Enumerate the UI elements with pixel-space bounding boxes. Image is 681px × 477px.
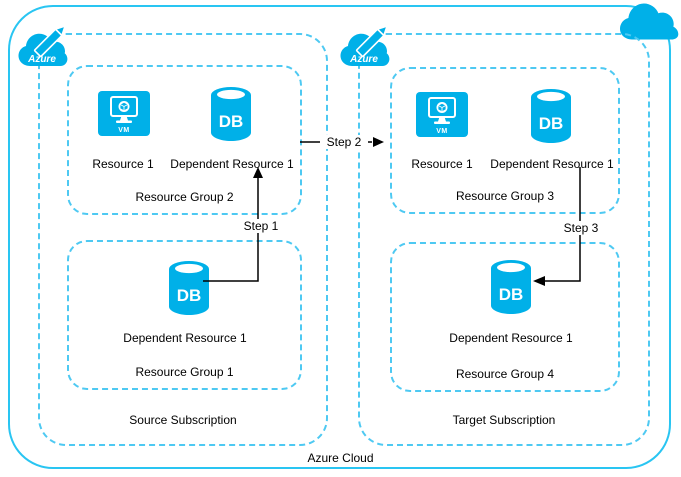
db-icon-text: DB	[539, 114, 564, 133]
resource-1-label: Resource 1	[411, 157, 473, 171]
vm-icon: VM	[416, 92, 468, 137]
dependent-resource-1-label: Dependent Resource 1	[490, 157, 614, 171]
azure-cloud-boundary	[8, 5, 671, 469]
azure-badge-label: Azure	[27, 54, 56, 65]
resource-group-4-label: Resource Group 4	[455, 367, 555, 381]
dependent-resource-1-label: Dependent Resource 1	[170, 157, 294, 171]
target-subscription-box: Target Subscription VM DB Resource 1 Dep…	[358, 33, 650, 446]
resource-group-1-label: Resource Group 1	[135, 365, 234, 379]
pencil-icon	[33, 25, 66, 58]
cloud-icon	[620, 3, 679, 40]
db-icon-text: DB	[219, 112, 244, 131]
resource-group-3-box: VM DB Resource 1 Dependent Resource 1 Re…	[390, 67, 620, 214]
resource-group-3-label: Resource Group 3	[455, 189, 555, 203]
db-icon-text: DB	[499, 285, 524, 304]
dependent-resource-1-label: Dependent Resource 1	[449, 331, 573, 345]
resource-group-2-label: Resource Group 2	[135, 190, 234, 204]
db-icon: DB	[211, 87, 251, 141]
vm-icon: VM	[98, 91, 150, 136]
db-icon: DB	[531, 89, 571, 143]
azure-logo-icon: Azure	[340, 25, 390, 66]
vm-icon-text: VM	[118, 127, 130, 134]
pencil-icon	[355, 25, 388, 58]
azure-cloud-label: Azure Cloud	[307, 451, 374, 465]
dependent-resource-1-label: Dependent Resource 1	[123, 331, 247, 345]
db-icon: DB	[491, 260, 531, 314]
resource-group-2-box: VM DB Resource 1 Dependent Resource 1 Re…	[67, 65, 302, 215]
resource-group-1-box: DB Dependent Resource 1 Resource Group 1	[67, 240, 302, 390]
azure-badge-label: Azure	[349, 54, 378, 65]
step-1-label: Step 1	[237, 219, 285, 233]
step-2-label: Step 2	[320, 135, 368, 149]
azure-logo-icon: Azure	[18, 25, 68, 66]
step-3-label: Step 3	[557, 221, 605, 235]
target-subscription-label: Target Subscription	[452, 413, 556, 427]
resource-1-label: Resource 1	[92, 157, 154, 171]
source-subscription-box: Source Subscription VM DB Resource 1 Dep…	[38, 33, 328, 446]
db-icon-text: DB	[177, 286, 202, 305]
source-subscription-label: Source Subscription	[129, 413, 237, 427]
resource-group-4-box: DB Dependent Resource 1 Resource Group 4	[390, 242, 620, 392]
db-icon: DB	[169, 261, 209, 315]
vm-icon-text: VM	[436, 128, 448, 135]
